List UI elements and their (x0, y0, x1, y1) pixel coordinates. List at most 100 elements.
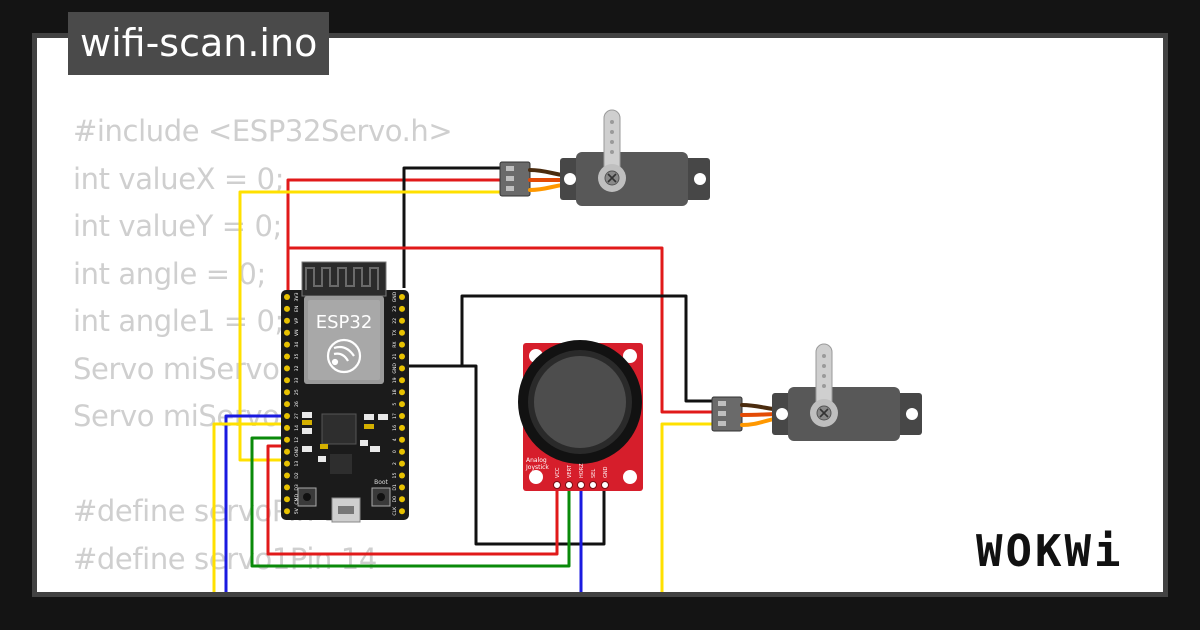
joystick-pin[interactable] (601, 481, 609, 489)
code-line: #define servo1Pin 14 (73, 541, 377, 576)
header-pin[interactable] (284, 377, 290, 384)
header-pin[interactable] (284, 317, 290, 324)
servo-mount-hole (776, 408, 788, 420)
joystick-knob-cap (534, 356, 626, 448)
header-pin[interactable] (399, 317, 405, 324)
header-pin[interactable] (399, 424, 405, 431)
header-pin[interactable] (284, 353, 290, 360)
header-pin[interactable] (399, 353, 405, 360)
joystick-label-line1: Analog (526, 457, 547, 464)
wire-servo1-ground (402, 166, 504, 288)
header-pin[interactable] (399, 460, 405, 467)
header-pin[interactable] (284, 329, 290, 336)
mount-hole (623, 470, 637, 484)
pin-label: RX (392, 341, 398, 347)
header-pin[interactable] (399, 341, 405, 348)
pin-label: 19 (392, 377, 398, 383)
header-pin[interactable] (284, 436, 290, 443)
pin-label: 2 (392, 462, 398, 465)
header-pin[interactable] (399, 401, 405, 408)
header-pin[interactable] (284, 508, 290, 515)
espressif-logo-icon (326, 338, 362, 374)
header-pin[interactable] (399, 389, 405, 396)
pin-label: 15 (392, 473, 398, 479)
header-pin[interactable] (399, 305, 405, 312)
header-pin[interactable] (399, 365, 405, 372)
servo-motor[interactable] (711, 343, 922, 441)
pin-label: GND (294, 446, 300, 457)
screw-x-icon (819, 408, 829, 418)
screw-x-icon (607, 173, 617, 183)
header-pin[interactable] (284, 413, 290, 419)
header-pin[interactable] (284, 448, 290, 455)
header-pin[interactable] (284, 305, 290, 312)
pin-label: 17 (392, 413, 398, 419)
header-pin[interactable] (284, 460, 290, 467)
pin-label: 13 (294, 461, 300, 467)
pin-label: 32 (294, 365, 300, 371)
pin-label: 22 (392, 318, 398, 324)
pin-label: D0 (392, 496, 398, 503)
code-line: #include <ESP32Servo.h> (73, 114, 453, 148)
pin-label: 27 (294, 413, 300, 419)
header-pin[interactable] (284, 484, 290, 491)
pin-label: GND (392, 363, 398, 374)
pin-label: D2 (294, 472, 300, 479)
servo-connector-pins (506, 166, 514, 191)
wire-joystick-ground (404, 364, 606, 546)
header-pin[interactable] (284, 424, 290, 431)
servo-mount-hole (694, 173, 706, 185)
header-pin[interactable] (399, 472, 405, 479)
header-pin[interactable] (399, 413, 405, 419)
header-pin[interactable] (284, 389, 290, 396)
header-pin[interactable] (399, 436, 405, 443)
header-pin[interactable] (284, 294, 290, 300)
header-pin[interactable] (284, 341, 290, 348)
pin-label: 14 (294, 425, 300, 431)
preview-card: #include <ESP32Servo.h>int valueX = 0;in… (32, 33, 1168, 597)
header-pin[interactable] (284, 496, 290, 503)
servo-motor[interactable] (499, 109, 710, 206)
pin-label: D3 (294, 484, 300, 491)
esp32-board[interactable]: ESP32 Boot 3V3ENVPVN343532332526271412GN… (281, 261, 409, 523)
header-pin[interactable] (284, 472, 290, 479)
header-pin[interactable] (399, 329, 405, 336)
pin-label: 4 (392, 438, 398, 441)
joystick-pin-label: SEL (591, 469, 597, 478)
pin-label: 21 (392, 354, 398, 360)
joystick-pin[interactable] (589, 481, 597, 489)
pin-label: 12 (294, 437, 300, 443)
code-line: Servo miServo; (73, 351, 289, 386)
code-line: int angle = 0; (73, 256, 266, 291)
header-pin[interactable] (399, 448, 405, 455)
joystick-label-line2: Joystick (525, 464, 549, 471)
esp32-label: ESP32 (316, 312, 373, 333)
header-pin[interactable] (399, 484, 405, 491)
header-pin[interactable] (399, 377, 405, 384)
servo-connector (499, 161, 531, 197)
joystick-pin-label: VCC (555, 467, 561, 478)
joystick-pin[interactable] (577, 481, 585, 489)
boot-label: Boot (374, 479, 388, 486)
pin-label: 3V3 (294, 292, 300, 301)
header-pin[interactable] (284, 401, 290, 408)
pin-label: 34 (294, 342, 300, 348)
joystick-pin[interactable] (553, 481, 561, 489)
header-pin[interactable] (399, 294, 405, 300)
code-line: int valueY = 0; (73, 209, 282, 243)
servo-mount-hole (906, 408, 918, 420)
servo-body (576, 152, 688, 206)
usb-chip (321, 413, 357, 445)
wire-extra-yellow (212, 422, 290, 592)
mount-hole (623, 349, 637, 363)
joystick-pin[interactable] (565, 481, 573, 489)
esp32-left-header: 3V3ENVPVN343532332526271412GND13D2D3CMD5… (284, 292, 300, 514)
pin-label: 23 (392, 306, 398, 312)
header-pin[interactable] (399, 508, 405, 515)
pin-label: 18 (392, 389, 398, 395)
header-pin[interactable] (399, 496, 405, 503)
header-pin[interactable] (284, 365, 290, 372)
